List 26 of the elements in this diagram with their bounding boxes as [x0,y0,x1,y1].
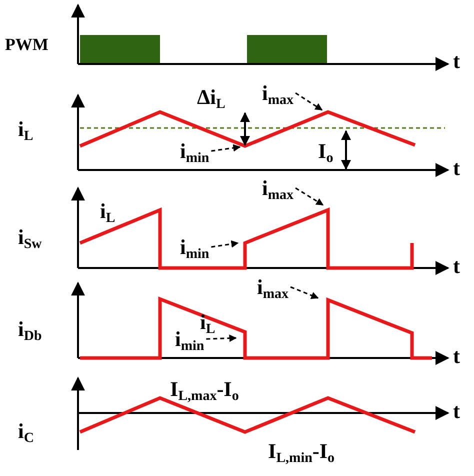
axis-label: t [453,50,460,72]
axis-label: t [453,157,460,179]
peak-label: i$_{max}$ [257,276,289,298]
waveform-label: i$_{L}$ [100,200,116,222]
signal-name: PWM [5,34,48,56]
leader-line [290,286,319,299]
leader-line [295,92,323,111]
waveform-label: I$_{L,max}$-I$_{o}$ [170,378,239,400]
dimension-label: Δi$_{L}$ [197,86,226,108]
peak-label: i$_{max}$ [262,177,294,199]
leader-line [206,334,237,342]
peak-label: i$_{min}$ [180,140,210,162]
waveform-label: I$_{L,min}$-I$_{o}$ [268,440,335,462]
leader-line [295,187,324,206]
dimension-label: I$_{o}$ [318,140,334,162]
axis-label: t [453,255,460,277]
axis-label: t [453,345,460,367]
signal-name: i$_{Sw}$ [18,226,42,248]
leader-line [211,240,239,248]
peak-label: i$_{max}$ [262,82,294,104]
axis-label: t [453,400,460,422]
peak-label: i$_{min}$ [180,236,210,258]
signal-name: i$_{C}$ [18,420,34,442]
signal-name: i$_{L}$ [18,118,34,140]
signal-name: i$_{Db}$ [18,318,42,340]
leader-line [211,144,241,152]
